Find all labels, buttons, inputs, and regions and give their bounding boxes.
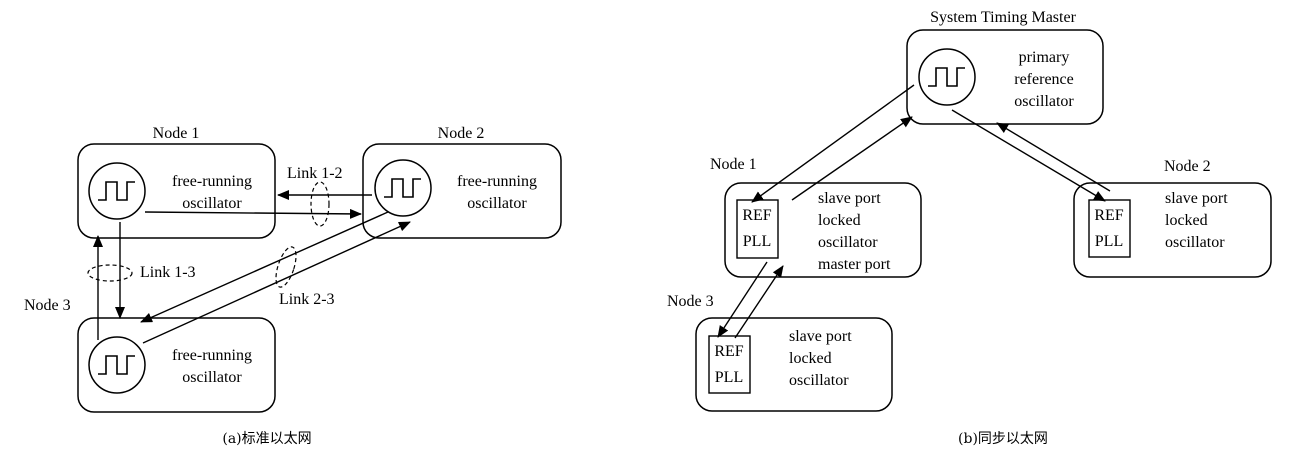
node2-b-pll: PLL <box>1095 233 1123 250</box>
link-1-2: Link 1-2 <box>144 165 372 227</box>
node3-b-pll: PLL <box>715 369 743 386</box>
node2-a: Node 2 free-running oscillator <box>362 125 562 239</box>
node1-a: Node 1 free-running oscillator <box>77 125 276 239</box>
node2-b-line2: locked <box>1165 212 1208 229</box>
sync-links <box>717 84 1111 339</box>
node3-b-line2: locked <box>789 350 832 367</box>
caption-a: (a)标准以太网 <box>222 431 311 447</box>
diagram-b: System Timing Master primary reference o… <box>667 9 1272 447</box>
node2-b-line3: oscillator <box>1165 234 1225 251</box>
node1-b-line2: locked <box>818 212 861 229</box>
ref-pll-box <box>1088 199 1131 258</box>
node1-a-line1: free-running <box>172 173 252 190</box>
oscillator-icon <box>88 162 146 220</box>
node3-b-ref: REF <box>714 343 743 360</box>
link-1-2-ellipse <box>310 181 330 227</box>
link-2-3-ellipse <box>275 246 297 288</box>
node1-b-line3: oscillator <box>818 234 878 251</box>
link-1-2-label: Link 1-2 <box>287 165 343 182</box>
oscillator-icon <box>918 48 976 106</box>
node2-b-ref: REF <box>1094 207 1123 224</box>
master-line1: primary <box>1019 49 1070 66</box>
node1-b-pll: PLL <box>743 233 771 250</box>
caption-b: (b)同步以太网 <box>958 431 1048 447</box>
oscillator-icon <box>374 159 432 217</box>
node3-b-line1: slave port <box>789 328 852 345</box>
node1-b-title: Node 1 <box>710 156 757 173</box>
link-2-3-label: Link 2-3 <box>279 291 335 308</box>
ref-pll-box <box>708 335 751 394</box>
diagram-a: Node 1 free-running oscillator Node 2 fr… <box>24 125 562 447</box>
node2-a-line1: free-running <box>457 173 537 190</box>
node1-b-line4: master port <box>818 256 891 273</box>
node1-b-ref: REF <box>742 207 771 224</box>
node3-a: Node 3 free-running oscillator <box>24 297 276 413</box>
link-2-3: Link 2-3 <box>140 211 411 344</box>
node1-a-title: Node 1 <box>153 125 200 142</box>
link-1-3: Link 1-3 <box>87 222 196 340</box>
node3-b: Node 3 REF PLL slave port locked oscilla… <box>667 293 893 412</box>
node3-b-title: Node 3 <box>667 293 714 310</box>
link-1-3-ellipse <box>87 264 133 282</box>
node3-b-line3: oscillator <box>789 372 849 389</box>
oscillator-icon <box>88 336 146 394</box>
node2-a-title: Node 2 <box>438 125 485 142</box>
node2-b-line1: slave port <box>1165 190 1228 207</box>
node2-b: Node 2 REF PLL slave port locked oscilla… <box>1073 158 1272 278</box>
timing-master: System Timing Master primary reference o… <box>906 9 1104 125</box>
node1-b: Node 1 REF PLL slave port locked oscilla… <box>710 156 922 278</box>
master-line2: reference <box>1014 71 1074 88</box>
node2-b-title: Node 2 <box>1164 158 1211 175</box>
master-line3: oscillator <box>1014 93 1074 110</box>
node1-b-line1: slave port <box>818 190 881 207</box>
node2-a-line2: oscillator <box>467 195 527 212</box>
node3-a-line1: free-running <box>172 347 252 364</box>
node1-a-line2: oscillator <box>182 195 242 212</box>
node3-a-title: Node 3 <box>24 297 71 314</box>
master-title: System Timing Master <box>930 9 1076 26</box>
link-1-3-label: Link 1-3 <box>140 264 196 281</box>
node3-a-line2: oscillator <box>182 369 242 386</box>
